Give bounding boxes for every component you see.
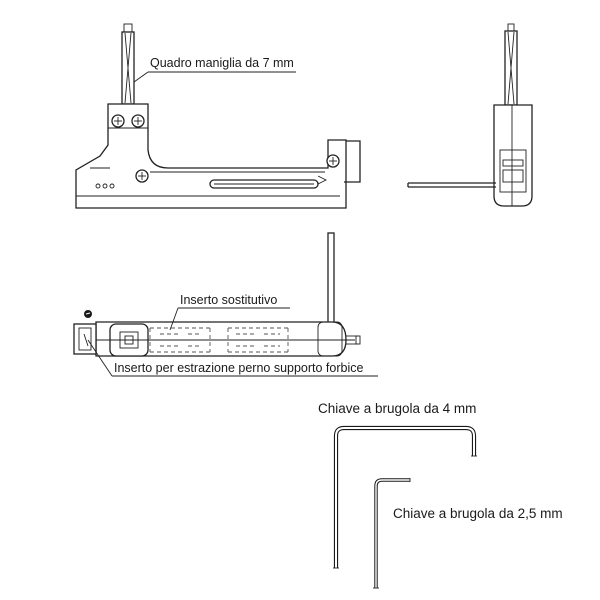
screw-icon: [131, 114, 145, 128]
side-view-tool: [407, 23, 533, 207]
label-allen-key-4: Chiave a brugola da 4 mm: [318, 401, 476, 416]
top-view-tool: [73, 232, 361, 357]
screw-icon: [111, 114, 125, 128]
screw-icon: [326, 154, 340, 168]
replacement-insert-hidden: [149, 327, 289, 353]
label-extraction-insert: Inserto per estrazione perno supporto fo…: [114, 361, 363, 375]
extraction-insert-part: [73, 323, 97, 355]
screw-icon: [84, 310, 92, 318]
small-key-front: [344, 140, 361, 183]
allen-key-2-5mm: [373, 478, 411, 589]
label-allen-key-2-5: Chiave a brugola da 2,5 mm: [393, 506, 563, 521]
allen-key-4mm: [333, 425, 477, 569]
screw-icon: [135, 169, 149, 183]
label-replacement-insert: Inserto sostitutivo: [180, 293, 277, 307]
front-detail-marks: [95, 183, 115, 189]
handle-square-shaft: [121, 23, 135, 105]
vertical-key-top-view: [327, 232, 335, 334]
front-view-tool: [75, 23, 361, 209]
label-handle-square: Quadro maniglia da 7 mm: [150, 56, 294, 70]
